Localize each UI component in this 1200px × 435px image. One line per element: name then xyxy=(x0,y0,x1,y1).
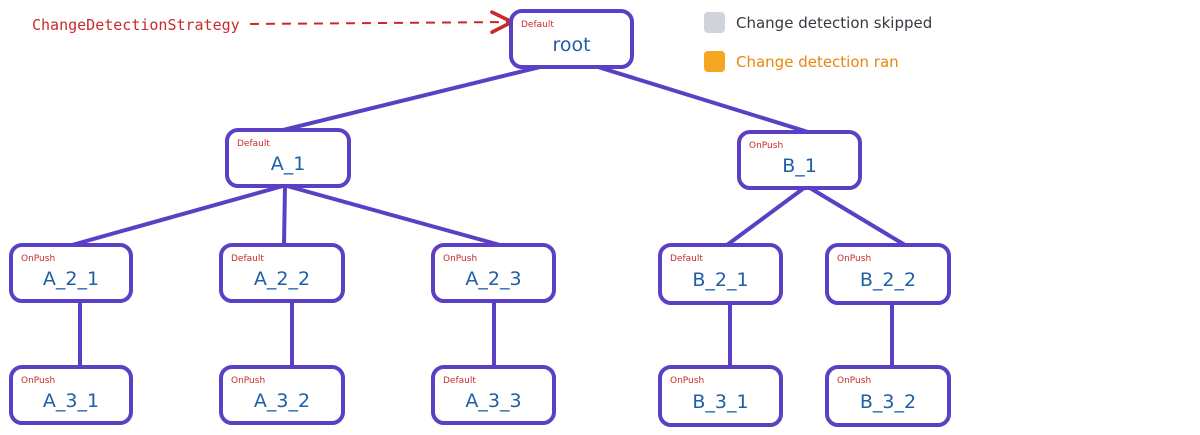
node-a-1-strategy: Default xyxy=(237,139,270,149)
node-root-label: root xyxy=(552,34,590,56)
legend-ran-swatch xyxy=(704,51,725,72)
strategy-annotation: ChangeDetectionStrategy xyxy=(32,16,512,34)
node-a-2-3-strategy: OnPush xyxy=(443,254,477,264)
node-b-3-2-strategy: OnPush xyxy=(837,376,871,386)
node-a-2-3-box xyxy=(431,243,556,303)
node-b-2-1-box xyxy=(658,243,783,305)
node-b-2-2-strategy: OnPush xyxy=(837,254,871,264)
node-b-1-box xyxy=(737,130,862,190)
node-a-3-1-label: A_3_1 xyxy=(43,390,99,412)
node-a-3-2-strategy: OnPush xyxy=(231,376,265,386)
node-a-3-3-label: A_3_3 xyxy=(465,390,521,412)
edge-a-1-to-a-2-2 xyxy=(282,184,287,247)
node-a-2-2-strategy: Default xyxy=(231,254,264,264)
node-b-2-1-strategy: Default xyxy=(670,254,703,264)
strategy-annotation-label: ChangeDetectionStrategy xyxy=(32,16,240,34)
node-root-box xyxy=(509,9,634,69)
node-b-1-label: B_1 xyxy=(782,155,817,177)
node-a-2-1-label: A_2_1 xyxy=(43,268,99,290)
node-root: Default root xyxy=(509,9,634,69)
tree-edges xyxy=(70,65,907,369)
node-a-2-2-label: A_2_2 xyxy=(254,268,310,290)
node-a-2-3-label: A_2_3 xyxy=(465,268,521,290)
node-a-3-1-box xyxy=(9,365,133,425)
strategy-annotation-arrow xyxy=(249,22,512,24)
node-b-3-1-strategy: OnPush xyxy=(670,376,704,386)
node-a-3-3-box xyxy=(431,365,556,425)
edge-a-1-to-a-2-3 xyxy=(285,184,502,247)
node-a-3-3-strategy: Default xyxy=(443,376,476,386)
node-b-2-2-label: B_2_2 xyxy=(860,269,916,291)
edge-b-1-to-b-2-1 xyxy=(725,186,806,247)
legend-skipped-label: Change detection skipped xyxy=(736,14,932,32)
node-a-1-box xyxy=(225,128,351,188)
node-a-3-1-strategy: OnPush xyxy=(21,376,55,386)
node-b-3-1-box xyxy=(658,365,783,427)
tree-nodes: DefaultrootDefaultA_1OnPushB_1OnPushA_2_… xyxy=(9,9,951,427)
node-b-2-1-label: B_2_1 xyxy=(692,269,748,291)
node-b-1-strategy: OnPush xyxy=(749,141,783,151)
node-a-3-2-label: A_3_2 xyxy=(254,390,310,412)
node-a-3-2-box xyxy=(219,365,345,425)
node-a-2-1-box xyxy=(9,243,133,303)
edge-root-to-b-1 xyxy=(596,65,810,134)
legend: Change detection skipped Change detectio… xyxy=(704,12,932,72)
edge-a-1-to-a-2-1 xyxy=(70,184,285,247)
node-b-3-2-box xyxy=(825,365,951,427)
node-root-strategy: Default xyxy=(521,20,554,30)
edge-b-1-to-b-2-2 xyxy=(808,186,907,247)
node-a-2-1-strategy: OnPush xyxy=(21,254,55,264)
legend-skipped-swatch xyxy=(704,12,725,33)
node-b-3-2-label: B_3_2 xyxy=(860,391,916,413)
node-a-2-2-box xyxy=(219,243,345,303)
node-b-3-1-label: B_3_1 xyxy=(692,391,748,413)
node-a-1-label: A_1 xyxy=(271,153,306,175)
edge-root-to-a-1 xyxy=(281,65,542,132)
legend-ran-label: Change detection ran xyxy=(736,53,899,71)
node-b-2-2-box xyxy=(825,243,951,305)
